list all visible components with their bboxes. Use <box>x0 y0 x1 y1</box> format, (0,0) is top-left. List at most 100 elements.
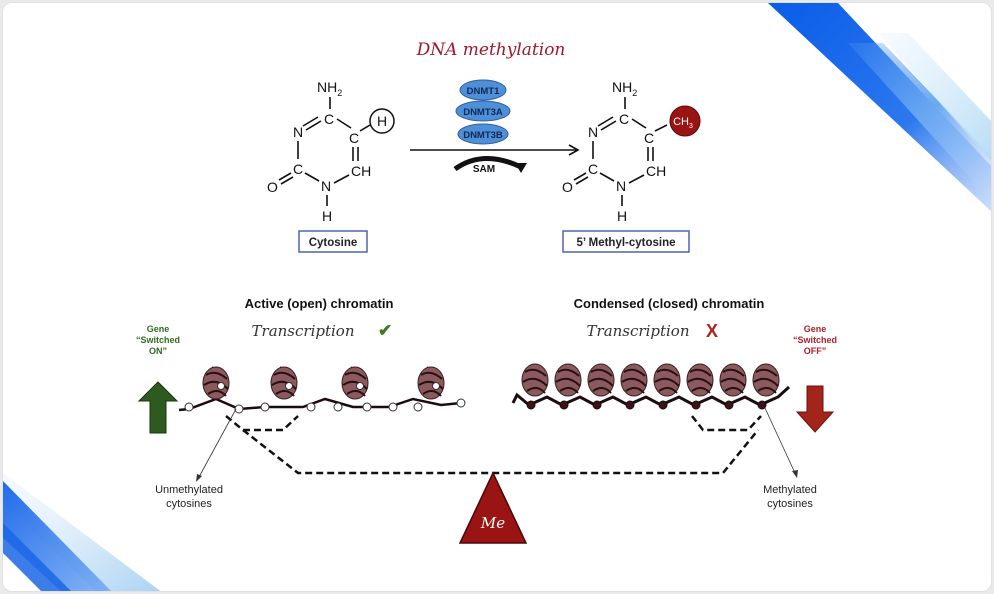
nucleosome <box>752 363 780 397</box>
svg-text:N: N <box>616 178 626 194</box>
dna-wrap <box>271 380 297 390</box>
unmethylated-cytosine <box>260 402 270 412</box>
svg-text:DNMT3A: DNMT3A <box>463 107 503 118</box>
unmethylated-cytosine <box>306 402 316 412</box>
dna-wrap <box>687 377 713 387</box>
closed-chromatin <box>511 363 791 410</box>
methylated-cytosine <box>625 400 635 410</box>
dna-wrap <box>588 377 614 387</box>
unmethylated-label: Unmethylated <box>155 484 223 496</box>
svg-text:C: C <box>644 130 654 146</box>
svg-text:cytosines: cytosines <box>767 498 813 510</box>
atom-n1: N <box>321 178 331 194</box>
dna-wrap <box>722 368 745 377</box>
dna-wrap <box>724 387 744 394</box>
arrow-up-icon <box>137 381 179 434</box>
balance-beam <box>225 415 762 475</box>
active-chromatin-heading: Active (open) chromatin <box>245 296 394 311</box>
dna-wrap <box>625 387 645 394</box>
methylated-cytosine <box>658 400 668 410</box>
nucleosome <box>719 363 747 397</box>
enzyme-dnmt3b <box>457 123 509 145</box>
svg-text:NH2: NH2 <box>612 79 637 98</box>
sam-label: SAM <box>473 164 495 175</box>
dna-wrap <box>654 377 680 387</box>
dna-wrap <box>342 380 368 390</box>
sam-arrowhead <box>515 163 527 173</box>
reaction-arrowhead <box>568 144 580 156</box>
svg-text:Gene: Gene <box>147 324 170 334</box>
unmethylated-cytosine <box>362 402 372 412</box>
nucleosome <box>686 363 714 397</box>
dna-wrap <box>522 377 548 387</box>
svg-text:O: O <box>562 179 573 195</box>
svg-text:DNMT3B: DNMT3B <box>463 130 503 141</box>
nucleosome <box>417 366 445 400</box>
dna-strand <box>178 397 462 412</box>
unmethylated-cytosine <box>388 402 398 412</box>
dna-strand <box>511 385 791 407</box>
atom-c5: C <box>349 130 359 146</box>
dna-wrap <box>526 387 546 394</box>
svg-text:Gene: Gene <box>804 324 827 334</box>
svg-text:H: H <box>617 208 627 224</box>
cytosine-dot <box>432 382 440 390</box>
methylated-cytosine <box>559 400 569 410</box>
sam-curved-arrow <box>453 156 523 172</box>
methylated-cytosine <box>757 400 767 410</box>
methylation-diagram: DNA methylation NH2 C N C H CH C O N <box>136 40 837 544</box>
unmethylated-cytosine <box>234 404 244 414</box>
dna-wrap <box>346 390 366 397</box>
dna-wrap <box>559 387 579 394</box>
nucleosome <box>653 363 681 397</box>
nucleosome <box>554 363 582 397</box>
dna-wrap <box>621 377 647 387</box>
nucleosome <box>202 366 230 400</box>
unmethylated-cytosine <box>184 402 194 412</box>
cytosine-label-box <box>298 230 368 253</box>
svg-text:N: N <box>588 124 598 140</box>
cytosine-structure: NH2 C N C H CH C O N H <box>267 79 395 224</box>
active-transcription-label: Transcription <box>252 322 355 340</box>
methylcytosine-label: 5’ Methyl-cytosine <box>576 237 675 249</box>
dna-wrap <box>524 368 547 377</box>
unmethylated-cytosine <box>333 402 343 412</box>
checkmark-icon: ✔ <box>378 321 392 340</box>
diagram-title: DNA methylation <box>416 40 566 60</box>
svg-text:“Switched: “Switched <box>793 335 837 345</box>
svg-text:cytosines: cytosines <box>166 498 212 510</box>
svg-text:C: C <box>619 111 629 127</box>
dna-wrap <box>689 368 712 377</box>
cytosine-dot <box>356 382 364 390</box>
dna-wrap <box>656 368 679 377</box>
dna-wrap <box>755 368 778 377</box>
atom-ch3: CH3 <box>673 116 693 130</box>
open-chromatin <box>178 366 466 414</box>
methylcytosine-label-box <box>562 230 690 253</box>
dna-wrap <box>590 368 613 377</box>
dna-wrap <box>623 368 646 377</box>
gene-on-label: Gene “Switched ON” <box>136 324 180 356</box>
svg-text:DNMT1: DNMT1 <box>467 86 500 97</box>
dna-wrap <box>344 371 367 380</box>
atom-o: O <box>267 179 278 195</box>
nucleosome <box>341 366 369 400</box>
enzyme-dnmt1 <box>459 79 507 101</box>
dna-wrap <box>691 387 711 394</box>
nucleosome <box>521 363 549 397</box>
dna-wrap <box>658 387 678 394</box>
condensed-transcription-label: Transcription <box>587 322 690 340</box>
unmethylated-cytosine <box>456 398 466 408</box>
cytosine-label: Cytosine <box>309 237 358 249</box>
atom-c2: C <box>293 161 303 177</box>
fulcrum-label: Me <box>480 514 505 532</box>
nucleosome <box>620 363 648 397</box>
dna-wrap <box>422 390 442 397</box>
dna-wrap <box>418 380 444 390</box>
methylated-cytosine <box>526 400 536 410</box>
atom-h1: H <box>322 208 332 224</box>
methylated-label: Methylated <box>763 484 817 496</box>
svg-text:CH: CH <box>646 163 666 179</box>
fulcrum-triangle <box>458 471 528 544</box>
x-mark-icon: X <box>706 321 718 341</box>
